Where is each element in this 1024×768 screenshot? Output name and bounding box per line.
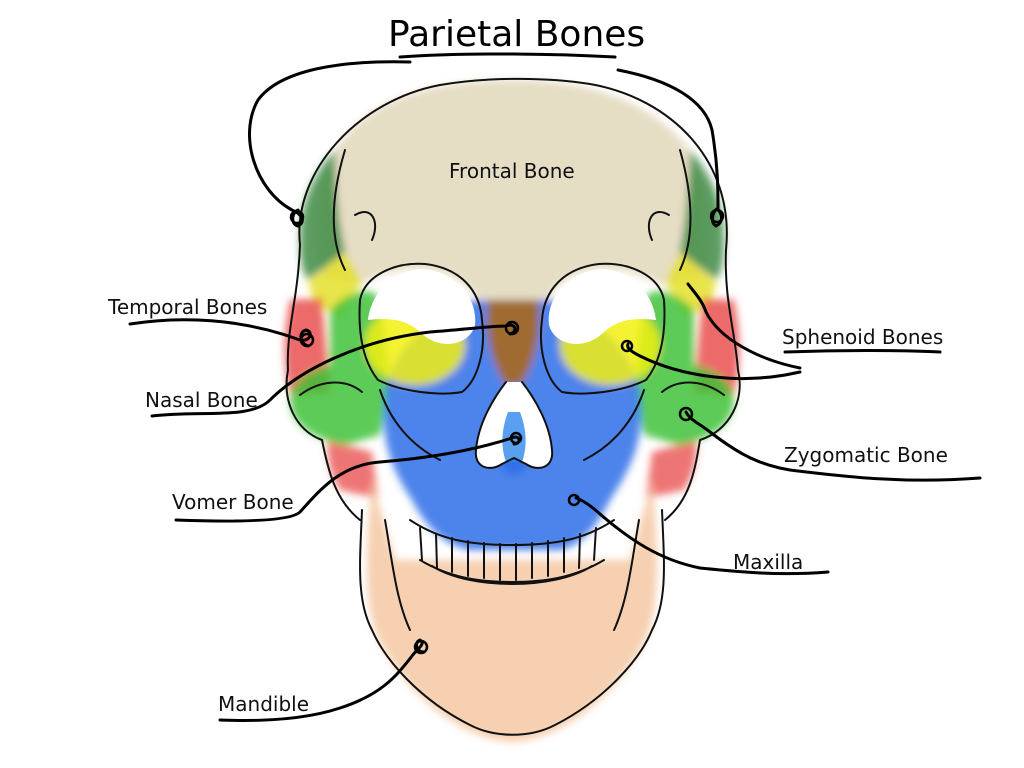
title-parietal-bones: Parietal Bones (388, 14, 646, 55)
pointer-dots (289, 208, 725, 655)
cranium-outline (298, 77, 741, 521)
dot-zygomatic (678, 406, 694, 422)
parietal-leader-left (248, 60, 412, 228)
sphenoid-leader-upper (686, 282, 802, 370)
zygomatic-bone-right-region (634, 291, 734, 445)
label-sphenoid-bones: Sphenoid Bones (782, 325, 944, 349)
parietal-bone-right-region (680, 150, 724, 280)
cheek-line-right (583, 389, 645, 461)
dot-parietal-right (709, 208, 725, 224)
brow-line-left (354, 211, 377, 241)
sphenoid-underline (783, 349, 942, 354)
mandible-inner (384, 519, 640, 631)
label-zygomatic-bone: Zygomatic Bone (784, 443, 948, 467)
frontal-bone-region (315, 80, 709, 300)
dot-sphenoid (620, 339, 634, 353)
zygomatic-arch-left (299, 381, 363, 396)
dot-vomer (509, 431, 523, 445)
cranium-inner-left (332, 149, 346, 271)
zygomatic-arch-right (661, 381, 725, 396)
brow-line-right (647, 211, 670, 241)
nasal-outline (474, 381, 554, 469)
parietal-underline (398, 52, 617, 59)
parietal-leader-right (616, 68, 723, 228)
dot-temporal (299, 332, 315, 348)
orbit-outline-right (540, 262, 666, 395)
lower-teeth (419, 559, 605, 585)
sphenoid-leader-lower (626, 342, 802, 381)
eye-socket-left (368, 269, 476, 344)
label-frontal-bone: Frontal Bone (449, 159, 575, 183)
temporal-lower-right-region (646, 440, 697, 498)
zygomatic-bone-left-region (290, 291, 390, 445)
label-vomer-bone: Vomer Bone (172, 490, 294, 514)
label-temporal-bones: Temporal Bones (108, 295, 268, 319)
temporal-leader (128, 318, 312, 348)
maxilla-leader (574, 496, 830, 576)
vomer-leader (174, 435, 521, 523)
dot-mandible (413, 639, 429, 655)
label-nasal-bone: Nasal Bone (145, 388, 258, 412)
dot-nasal (504, 320, 520, 336)
parietal-bone-left-region (300, 150, 345, 280)
eye-socket-right (548, 269, 656, 344)
label-mandible: Mandible (218, 692, 309, 716)
label-maxilla: Maxilla (733, 550, 804, 574)
mandible-outline (359, 509, 665, 736)
mandible-region (367, 480, 657, 742)
upper-teeth (409, 519, 615, 581)
dot-maxilla (567, 493, 581, 507)
cranium-inner-right (679, 149, 692, 271)
orbit-outline-left (358, 262, 484, 395)
dot-parietal-left (289, 209, 305, 225)
nasal-bone-region (486, 300, 540, 385)
zygomatic-leader (684, 410, 982, 482)
